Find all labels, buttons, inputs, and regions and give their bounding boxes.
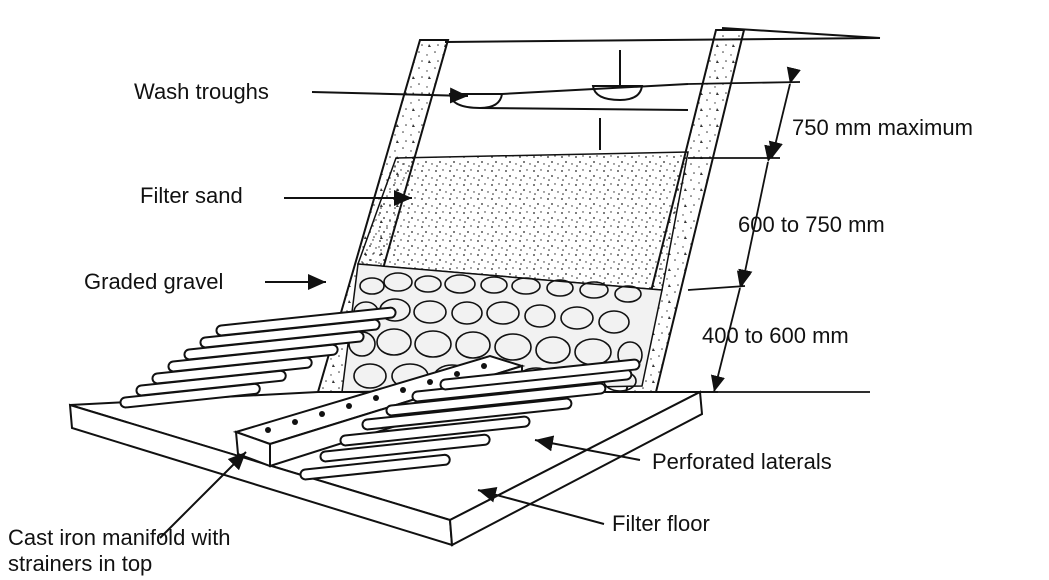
wash-troughs bbox=[448, 50, 689, 150]
label-manifold-line1: Cast iron manifold with bbox=[8, 525, 231, 550]
top-edge-right-line bbox=[721, 27, 881, 39]
label-filter-sand: Filter sand bbox=[140, 183, 243, 208]
top-edge-line bbox=[444, 37, 881, 43]
perforated-laterals-left bbox=[119, 306, 397, 409]
label-dim-600-750: 600 to 750 mm bbox=[738, 212, 885, 237]
label-dim-750-max: 750 mm maximum bbox=[792, 115, 973, 140]
label-filter-floor: Filter floor bbox=[612, 511, 710, 536]
label-dim-400-600: 400 to 600 mm bbox=[702, 323, 849, 348]
dimension-lines bbox=[652, 66, 870, 393]
perforated-laterals-right bbox=[299, 358, 641, 481]
manifold-strainers bbox=[265, 363, 487, 433]
label-wash-troughs: Wash troughs bbox=[134, 79, 269, 104]
label-perforated-laterals: Perforated laterals bbox=[652, 449, 832, 474]
graded-gravel-layer bbox=[341, 263, 663, 393]
label-graded-gravel: Graded gravel bbox=[84, 269, 224, 294]
label-manifold-line2: strainers in top bbox=[8, 551, 153, 576]
leader-arrows bbox=[159, 87, 641, 539]
